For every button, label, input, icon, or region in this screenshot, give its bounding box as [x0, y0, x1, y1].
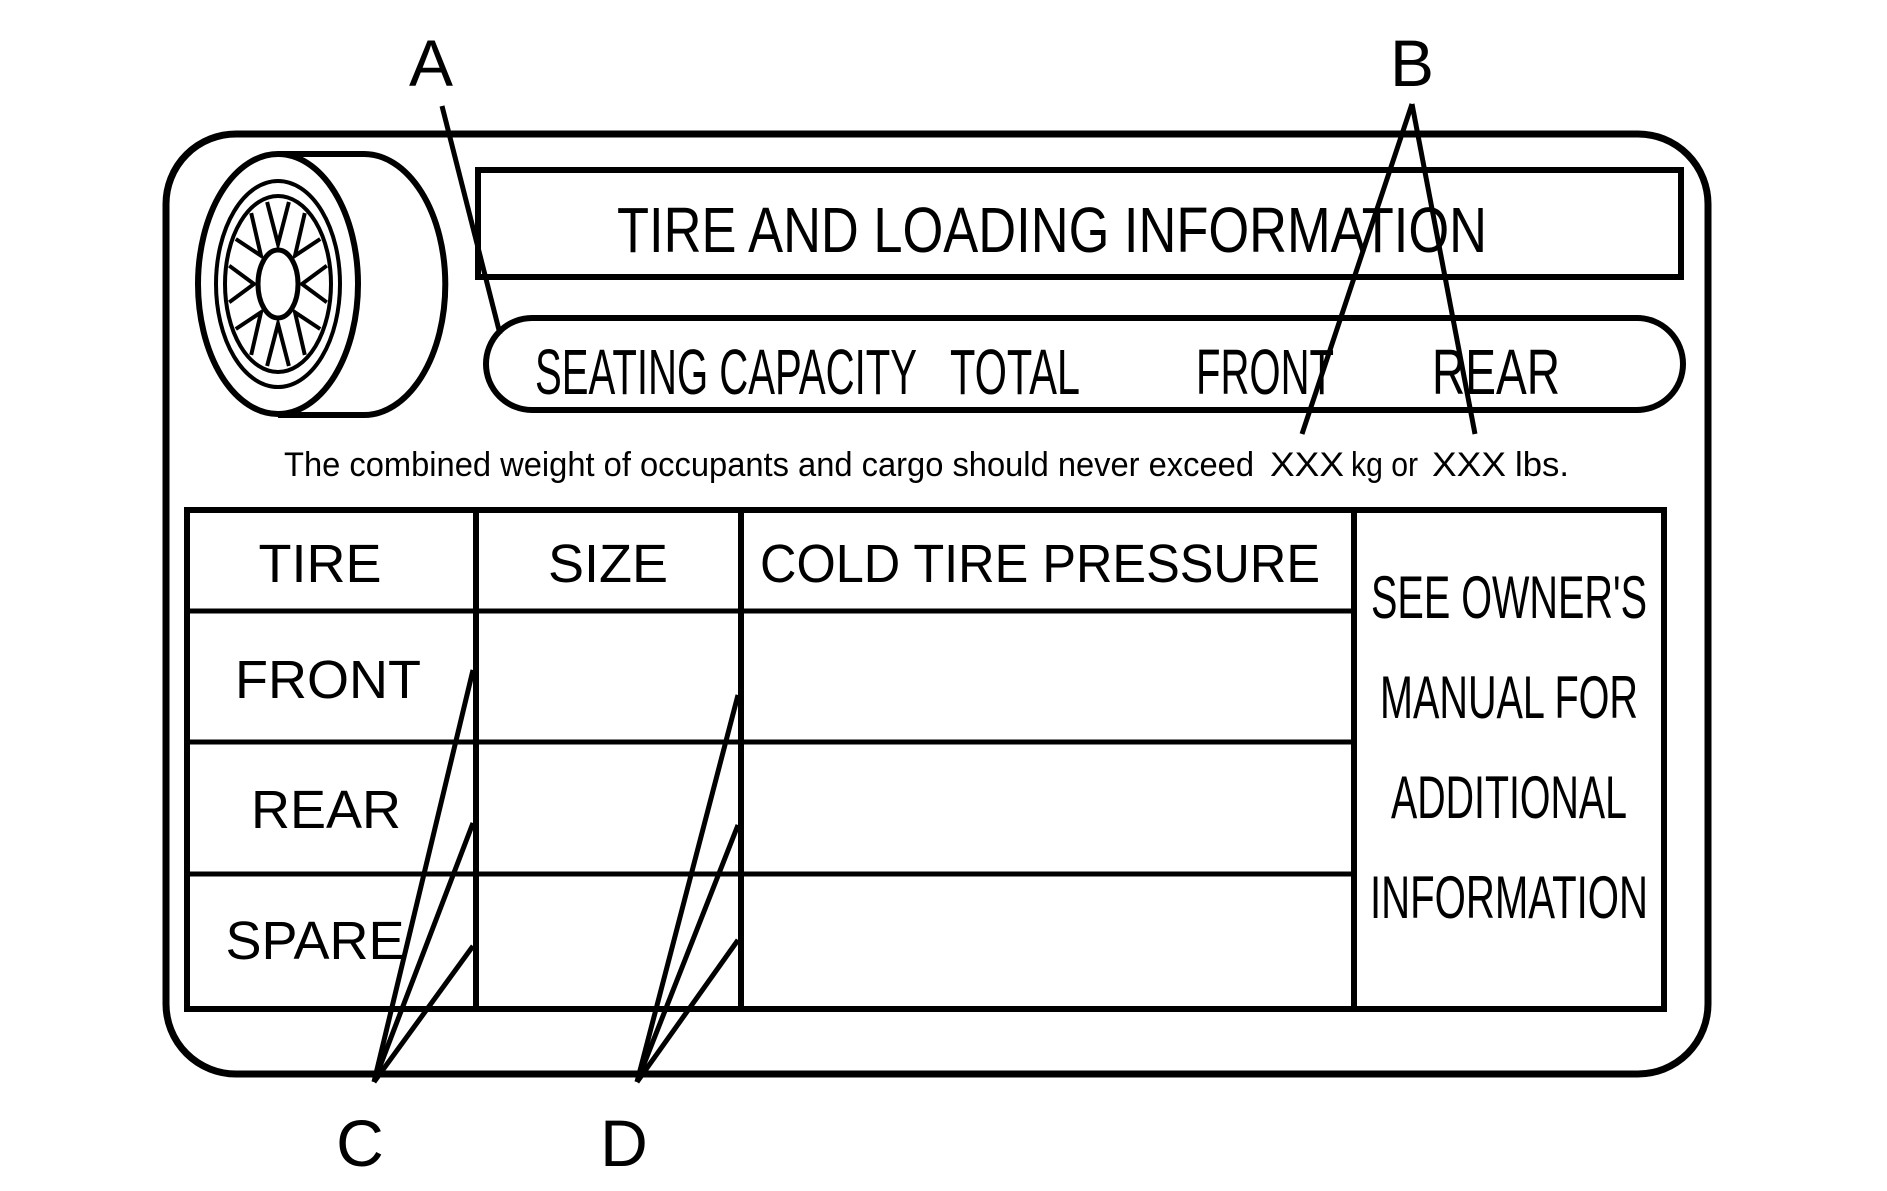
callout-leaders [371, 103, 1478, 1084]
leader-c-front [371, 669, 476, 1083]
weight-lbs-unit: lbs. [1515, 446, 1569, 484]
callout-c: C [336, 1106, 384, 1180]
leader-b-kg [1299, 103, 1415, 435]
leader-d-spare [634, 938, 741, 1084]
tire-spoke [291, 307, 322, 356]
tire-spoke [234, 307, 265, 356]
weight-kg-unit: kg or [1351, 446, 1418, 484]
seating-total-label: TOTAL [950, 336, 1080, 408]
tire-spoke [298, 264, 328, 304]
tire-spoke [265, 316, 291, 367]
tire-spoke [228, 264, 258, 304]
side-note-line-2: MANUAL FOR [1380, 664, 1638, 731]
seating-rear-label: REAR [1432, 336, 1560, 408]
seating-front-label: FRONT [1196, 336, 1334, 408]
leader-a [439, 105, 503, 335]
row-label-spare: SPARE [225, 911, 404, 971]
row-label-front: FRONT [235, 650, 421, 710]
tire-table [184, 507, 1667, 1012]
leader-b-lbs [1409, 103, 1478, 435]
placard-border [162, 130, 1712, 1078]
header-tire: TIRE [258, 534, 381, 594]
leader-d-front [634, 694, 741, 1083]
weight-statement: The combined weight of occupants and car… [284, 446, 1254, 484]
tire-spoke [265, 201, 291, 252]
label-title: TIRE AND LOADING INFORMATION [617, 194, 1487, 266]
callout-b: B [1390, 26, 1434, 100]
leader-d-rear [634, 824, 741, 1083]
tire-spoke [234, 212, 265, 261]
tire-spoke [291, 212, 322, 261]
seating-capacity-label: SEATING CAPACITY [535, 336, 917, 408]
side-note-line-3: ADDITIONAL [1391, 764, 1627, 831]
title-box [475, 167, 1684, 280]
weight-lbs-value: XXX [1432, 446, 1506, 484]
row-label-rear: REAR [251, 780, 401, 840]
leader-c-rear [371, 822, 476, 1083]
header-cold-tire-pressure: COLD TIRE PRESSURE [760, 534, 1320, 594]
tire-icon [195, 151, 449, 418]
weight-kg-value: XXX [1270, 446, 1344, 484]
side-note-line-1: SEE OWNER'S [1371, 564, 1647, 631]
callout-d: D [600, 1106, 648, 1180]
side-note-line-4: INFORMATION [1370, 864, 1648, 931]
leader-c-spare [371, 944, 476, 1084]
seating-capacity-box [483, 315, 1686, 413]
header-size: SIZE [548, 534, 668, 594]
callout-a: A [409, 26, 453, 100]
